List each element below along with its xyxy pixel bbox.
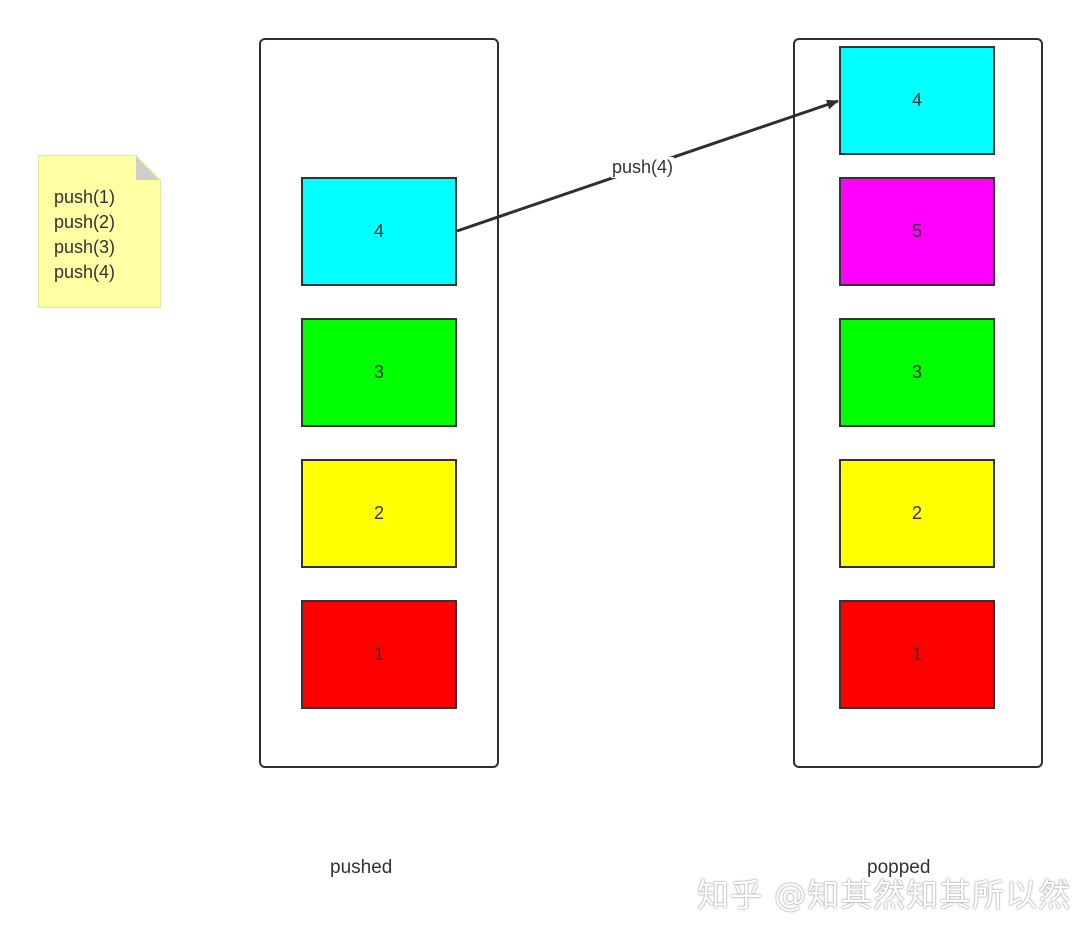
note-lines: push(1) push(2) push(3) push(4) — [54, 185, 115, 285]
popped-box-2: 2 — [839, 459, 995, 568]
box-label: 4 — [373, 221, 384, 241]
box-label: 2 — [373, 503, 384, 523]
popped-box-5: 5 — [839, 177, 995, 286]
box-label: 1 — [911, 644, 922, 664]
popped-box-4: 4 — [839, 46, 995, 155]
note-line: push(2) — [54, 212, 116, 232]
pushed-box-4: 4 — [301, 177, 457, 286]
pushed-box-3: 3 — [301, 318, 457, 427]
box-label: 1 — [373, 644, 384, 664]
note-line: push(1) — [54, 187, 116, 207]
box-label: 3 — [911, 362, 922, 382]
watermark: 知乎 @知其然知其所以然 — [697, 876, 1072, 914]
box-label: 3 — [373, 362, 384, 382]
note-line: push(4) — [54, 262, 116, 282]
pushed-stack-container — [259, 38, 499, 768]
pushed-box-2: 2 — [301, 459, 457, 568]
pushed-box-1: 1 — [301, 600, 457, 709]
sticky-note: push(1) push(2) push(3) push(4) — [38, 155, 161, 308]
popped-stack-container — [793, 38, 1043, 768]
popped-caption: popped — [867, 857, 931, 878]
box-label: 2 — [911, 503, 922, 523]
popped-box-1: 1 — [839, 600, 995, 709]
box-label: 4 — [911, 90, 922, 110]
arrow-label: push(4) — [611, 157, 675, 178]
note-fold-corner — [136, 156, 160, 180]
box-label: 5 — [911, 221, 922, 241]
pushed-caption: pushed — [330, 857, 393, 878]
note-line: push(3) — [54, 237, 116, 257]
popped-box-3: 3 — [839, 318, 995, 427]
